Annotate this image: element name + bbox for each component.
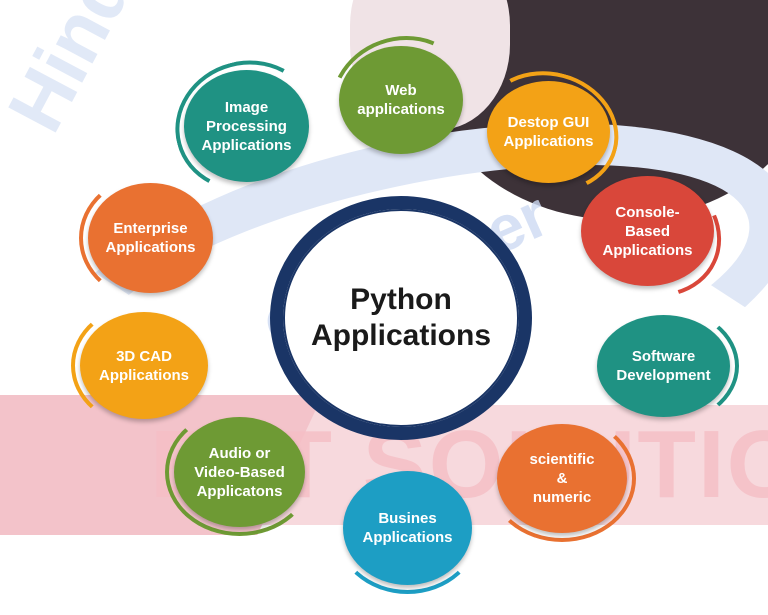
node-label-line: Enterprise: [113, 220, 188, 237]
node-label-line: Applications: [602, 241, 693, 259]
node-label-line: Applications: [98, 366, 189, 384]
node-label-line: Web: [385, 82, 417, 99]
node-label-line: Applicatons: [196, 482, 283, 500]
node-label-line: numeric: [532, 489, 592, 506]
node-label-line: Development: [616, 367, 711, 384]
node-label-line: Applications: [105, 239, 196, 256]
node-label-line: Applications: [362, 529, 453, 546]
node-scientific: scientific & numeric: [497, 424, 627, 533]
node-label-line: Applications: [201, 136, 292, 154]
center-title-line-2: Applications: [310, 319, 491, 352]
center-hub-fill: [299, 219, 509, 417]
node-label-line: applications: [357, 101, 445, 118]
node-label-line: Based: [624, 222, 670, 240]
node-label-scientific: scientific & numeric: [529, 450, 594, 507]
node-arc-cad-3d: [71, 303, 217, 428]
node-arc-scientific: [488, 415, 636, 542]
node-label-line: Audio or: [208, 444, 271, 462]
watermark-brand: Hind: [0, 0, 150, 146]
node-label-line: &: [556, 470, 568, 487]
node-label-line: Processing: [206, 117, 287, 135]
node-desktop-gui: Destop GUI Applications: [487, 81, 610, 183]
node-label-line: scientific: [529, 451, 595, 468]
node-label-line: Image: [224, 98, 269, 116]
center-hub: Python Applications: [270, 196, 532, 440]
node-label-line: Applications: [503, 133, 594, 150]
node-label-line: Video-Based: [194, 463, 285, 481]
node-label-line: Busines: [378, 510, 437, 527]
center-title: Python Applications: [311, 282, 491, 354]
node-label-line: Console-: [615, 203, 680, 221]
node-arc-software-dev: [588, 306, 739, 426]
node-label-line: Software: [631, 348, 696, 365]
center-title-line-1: Python: [350, 283, 452, 316]
node-arc-audio-video: [165, 408, 314, 536]
node-arc-business: [334, 462, 481, 594]
node-label-web: Web applications: [357, 81, 445, 119]
node-label-line: 3D CAD: [116, 347, 172, 365]
node-label-line: Destop GUI: [507, 114, 590, 131]
node-arc-enterprise: [79, 174, 222, 302]
node-label-desktop-gui: Destop GUI Applications: [503, 113, 593, 151]
node-web: Web applications: [339, 46, 463, 154]
